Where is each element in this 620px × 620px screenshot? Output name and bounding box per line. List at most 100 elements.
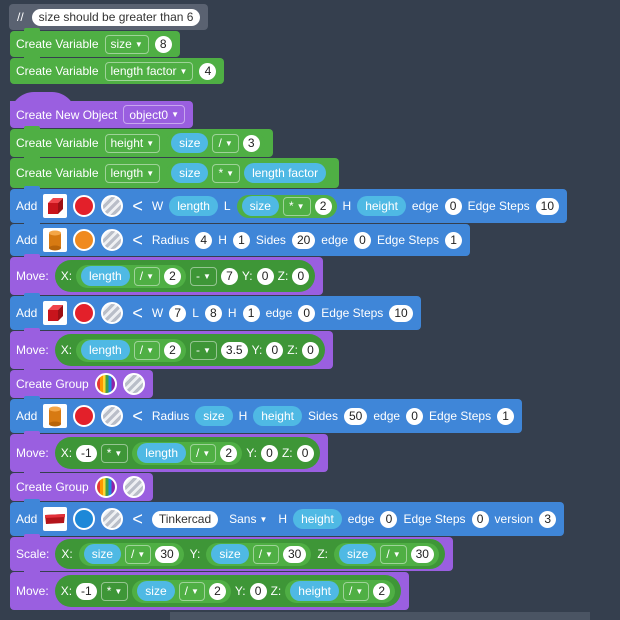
move-block[interactable]: Move: X: -1 *▼ size /▼ 2 Y: 0 Z: height … bbox=[10, 569, 410, 610]
operator-dropdown[interactable]: /▼ bbox=[212, 133, 239, 153]
value-field[interactable]: 8 bbox=[154, 35, 172, 53]
move-block[interactable]: Move: X: length /▼ 2 -▼ 3.5 Y: 0 Z: 0 bbox=[10, 328, 333, 369]
operator-dropdown[interactable]: *▼ bbox=[212, 163, 241, 183]
y-field[interactable]: 0 bbox=[256, 267, 274, 285]
hole-toggle[interactable] bbox=[101, 302, 124, 324]
text-field[interactable]: Tinkercad bbox=[151, 510, 219, 528]
variable-reporter[interactable]: length bbox=[169, 196, 218, 216]
edge-field[interactable]: 0 bbox=[406, 407, 424, 425]
color-swatch[interactable] bbox=[73, 508, 96, 530]
math-operation[interactable]: size /▼ 30 bbox=[78, 542, 184, 566]
move-block[interactable]: Move: X: length /▼ 2 -▼ 7 Y: 0 Z: 0 bbox=[10, 254, 324, 295]
create-group-block[interactable]: Create Group bbox=[10, 367, 153, 398]
value-field[interactable]: 2 bbox=[373, 582, 391, 600]
create-group-block[interactable]: Create Group bbox=[10, 470, 153, 501]
operator-dropdown[interactable]: *▼ bbox=[282, 196, 311, 216]
sides-field[interactable]: 20 bbox=[291, 231, 316, 249]
operator-dropdown[interactable]: *▼ bbox=[100, 443, 129, 463]
math-operation[interactable]: size /▼ 30 bbox=[206, 542, 312, 566]
value-field[interactable]: -1 bbox=[76, 582, 97, 600]
variable-reporter[interactable]: length bbox=[81, 266, 130, 286]
box-shape-icon[interactable] bbox=[43, 301, 68, 325]
value-field[interactable]: 2 bbox=[220, 444, 238, 462]
variable-reporter[interactable]: height bbox=[357, 196, 406, 216]
variable-name-dropdown[interactable]: length factor▼ bbox=[104, 61, 194, 81]
edge-steps-field[interactable]: 1 bbox=[445, 231, 463, 249]
operator-dropdown[interactable]: /▼ bbox=[125, 544, 152, 564]
math-operation[interactable]: size *▼ length factor bbox=[166, 161, 332, 185]
variable-name-dropdown[interactable]: length▼ bbox=[104, 163, 161, 183]
operator-dropdown[interactable]: /▼ bbox=[178, 581, 205, 601]
variable-reporter[interactable]: size bbox=[211, 544, 249, 564]
operator-dropdown[interactable]: /▼ bbox=[190, 443, 217, 463]
variable-reporter[interactable]: size bbox=[339, 544, 377, 564]
font-dropdown[interactable]: Sans▼ bbox=[224, 510, 272, 529]
add-box-block[interactable]: Add < W length L size *▼ 2 H height edge… bbox=[10, 186, 568, 223]
math-operation[interactable]: size /▼ 2 bbox=[132, 579, 231, 603]
variable-reporter[interactable]: length bbox=[137, 443, 186, 463]
edge-field[interactable]: 0 bbox=[298, 304, 316, 322]
variable-reporter[interactable]: size bbox=[171, 163, 209, 183]
x-expression[interactable]: X: length /▼ 2 -▼ 3.5 Y: 0 Z: 0 bbox=[54, 334, 325, 366]
comment-text-field[interactable]: size should be greater than 6 bbox=[31, 8, 201, 26]
chevron-left-icon[interactable]: < bbox=[132, 406, 143, 426]
chevron-left-icon[interactable]: < bbox=[132, 196, 143, 216]
math-operation[interactable]: length /▼ 2 bbox=[76, 338, 186, 362]
chevron-left-icon[interactable]: < bbox=[132, 230, 143, 250]
value-field[interactable]: 4 bbox=[199, 62, 217, 80]
height-field[interactable]: 1 bbox=[232, 231, 250, 249]
add-cylinder-block[interactable]: Add < Radius size H height Sides 50 edge… bbox=[10, 396, 523, 433]
edge-field[interactable]: 0 bbox=[380, 510, 398, 528]
value-field[interactable]: 2 bbox=[164, 267, 181, 285]
multicolor-swatch[interactable] bbox=[94, 373, 117, 395]
value-field[interactable]: 30 bbox=[155, 545, 179, 563]
operator-dropdown[interactable]: /▼ bbox=[380, 544, 407, 564]
variable-reporter[interactable]: size bbox=[83, 544, 122, 564]
hole-toggle[interactable] bbox=[101, 508, 124, 530]
create-variable-size-block[interactable]: Create Variable size▼ 8 bbox=[10, 28, 180, 57]
math-operation[interactable]: size /▼ 3 bbox=[166, 131, 265, 155]
sides-field[interactable]: 50 bbox=[343, 407, 368, 425]
operator-dropdown[interactable]: *▼ bbox=[100, 581, 129, 601]
comment-block[interactable]: // size should be greater than 6 bbox=[9, 4, 209, 30]
math-operation[interactable]: length /▼ 2 bbox=[132, 441, 243, 465]
hole-toggle[interactable] bbox=[101, 229, 124, 251]
value-field[interactable]: 2 bbox=[314, 197, 332, 215]
value-field[interactable]: 2 bbox=[164, 341, 181, 359]
edge-steps-field[interactable]: 1 bbox=[497, 407, 515, 425]
multicolor-swatch[interactable] bbox=[94, 476, 117, 498]
text-shape-icon[interactable] bbox=[43, 507, 68, 531]
create-variable-height-block[interactable]: Create Variable height▼ size /▼ 3 bbox=[10, 126, 273, 157]
variable-reporter[interactable]: length bbox=[81, 340, 130, 360]
edge-steps-field[interactable]: 0 bbox=[471, 510, 489, 528]
operator-dropdown[interactable]: -▼ bbox=[190, 266, 217, 286]
move-block[interactable]: Move: X: -1 *▼ length /▼ 2 Y: 0 Z: 0 bbox=[10, 431, 328, 472]
variable-name-dropdown[interactable]: height▼ bbox=[104, 133, 161, 153]
value-field[interactable]: 30 bbox=[282, 545, 307, 563]
value-field[interactable]: 3 bbox=[242, 134, 260, 152]
color-swatch[interactable] bbox=[73, 302, 96, 324]
z-field[interactable]: 0 bbox=[292, 267, 310, 285]
chevron-left-icon[interactable]: < bbox=[132, 303, 143, 323]
scale-block[interactable]: Scale: X: size /▼ 30 Y: size /▼ 30 Z: si… bbox=[10, 534, 453, 571]
value-field[interactable]: 3.5 bbox=[220, 341, 248, 359]
horizontal-scrollbar[interactable] bbox=[170, 612, 590, 620]
y-field[interactable]: 0 bbox=[249, 582, 267, 600]
color-swatch[interactable] bbox=[73, 229, 96, 251]
object-name-dropdown[interactable]: object0▼ bbox=[123, 105, 185, 124]
hole-toggle[interactable] bbox=[122, 373, 145, 395]
edge-steps-field[interactable]: 10 bbox=[389, 304, 413, 322]
height-field[interactable]: 1 bbox=[242, 304, 260, 322]
variable-name-dropdown[interactable]: size▼ bbox=[104, 34, 149, 54]
radius-field[interactable]: 4 bbox=[195, 231, 213, 249]
hole-toggle[interactable] bbox=[122, 476, 145, 498]
operator-dropdown[interactable]: /▼ bbox=[342, 581, 370, 601]
x-expression[interactable]: X: -1 *▼ length /▼ 2 Y: 0 Z: 0 bbox=[54, 437, 320, 469]
operator-dropdown[interactable]: /▼ bbox=[252, 544, 279, 564]
box-shape-icon[interactable] bbox=[43, 194, 68, 218]
width-field[interactable]: 7 bbox=[169, 304, 187, 322]
value-field[interactable]: -1 bbox=[76, 444, 97, 462]
math-operation[interactable]: size /▼ 30 bbox=[334, 542, 439, 566]
value-field[interactable]: 7 bbox=[220, 267, 238, 285]
variable-reporter[interactable]: height bbox=[253, 406, 302, 426]
